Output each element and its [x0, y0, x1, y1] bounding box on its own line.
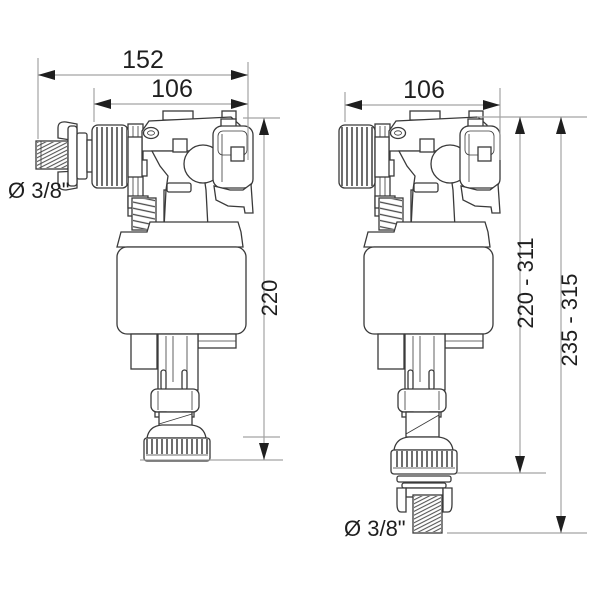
side-inlet-thread	[35, 140, 69, 170]
right-valve-drawing	[338, 110, 501, 534]
dome	[146, 424, 207, 439]
arrowhead-down-icon	[515, 456, 525, 473]
dim-height-220: 220	[140, 117, 283, 461]
arrowhead-right-icon	[231, 99, 248, 109]
arrowhead-right-icon	[231, 70, 248, 80]
dim-height-220-311: 220 - 311	[457, 116, 587, 474]
dome	[393, 436, 454, 451]
knurled-nut-top	[91, 124, 143, 189]
arrowhead-down-icon	[556, 516, 566, 533]
inlet-size-label-left: Ø 3/8"	[8, 178, 70, 203]
dim-text-body-width-left: 106	[151, 75, 193, 103]
arrowhead-left-icon	[345, 100, 362, 110]
arrowhead-left-icon	[94, 99, 111, 109]
arrowhead-left-icon	[38, 70, 55, 80]
tank-flange	[396, 487, 453, 513]
inlet-size-label-right: Ø 3/8"	[344, 516, 406, 541]
dim-text-overall-height: 235 - 315	[557, 274, 582, 367]
arrowhead-down-icon	[259, 443, 269, 460]
right-bottom-assembly	[390, 411, 458, 534]
dim-text-height-to-nut: 220 - 311	[513, 237, 538, 328]
dim-body-width-106-left: 106	[93, 75, 248, 122]
arrowhead-up-icon	[515, 117, 525, 134]
dim-height-235-315: 235 - 315	[447, 117, 587, 534]
dim-body-width-106-right: 106	[344, 76, 501, 160]
washer	[396, 475, 452, 483]
dim-text-overall-width: 152	[122, 46, 164, 74]
knurled-nut-top-right	[338, 124, 390, 189]
arrowhead-up-icon	[259, 118, 269, 135]
bottom-inlet-thread	[412, 494, 443, 534]
dim-overall-width-152: 152	[37, 46, 249, 160]
left-bottom-assembly	[143, 411, 211, 462]
arrowhead-up-icon	[556, 117, 566, 134]
left-valve-drawing	[35, 110, 254, 462]
arrowhead-right-icon	[483, 100, 500, 110]
dim-text-body-width-right: 106	[403, 76, 445, 104]
dim-text-height-left: 220	[257, 280, 282, 317]
washer	[401, 482, 447, 489]
